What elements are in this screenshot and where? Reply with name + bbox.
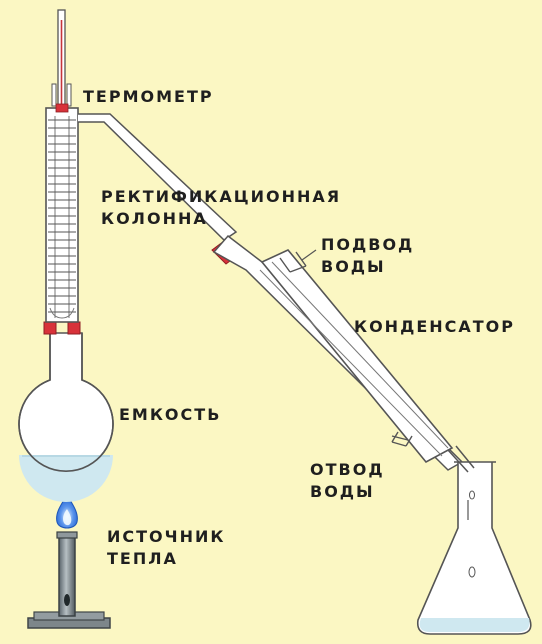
- label-heat-line1: ИСТОЧНИК: [107, 527, 226, 546]
- label-vessel: ЕМКОСТЬ: [119, 405, 222, 424]
- label-water-in-line2: ВОДЫ: [321, 257, 386, 276]
- fractionating-column: [45, 107, 79, 323]
- flame-icon: [56, 494, 78, 529]
- label-heat-line2: ТЕПЛА: [107, 549, 178, 568]
- thermometer: [51, 9, 72, 113]
- label-water-in-line1: ПОДВОД: [321, 235, 415, 254]
- water-outlet-nozzle: [391, 431, 413, 447]
- label-water-out-line1: ОТВОД: [310, 460, 385, 479]
- burner-tube: [56, 531, 78, 617]
- side-arm: [78, 113, 238, 241]
- label-column-line2: КОЛОННА: [101, 209, 208, 228]
- water-inlet-nozzle: [279, 249, 317, 273]
- round-flask: [18, 332, 114, 502]
- label-column-line1: РЕКТИФИКАЦИОННАЯ: [101, 187, 342, 206]
- receiving-flask: [416, 461, 532, 635]
- condenser-tip: [447, 445, 475, 473]
- label-condenser: КОНДЕНСАТОР: [354, 317, 516, 336]
- condenser: [212, 234, 464, 471]
- label-thermometer: ТЕРМОМЕТР: [83, 87, 214, 106]
- label-water-out-line2: ВОДЫ: [310, 482, 375, 501]
